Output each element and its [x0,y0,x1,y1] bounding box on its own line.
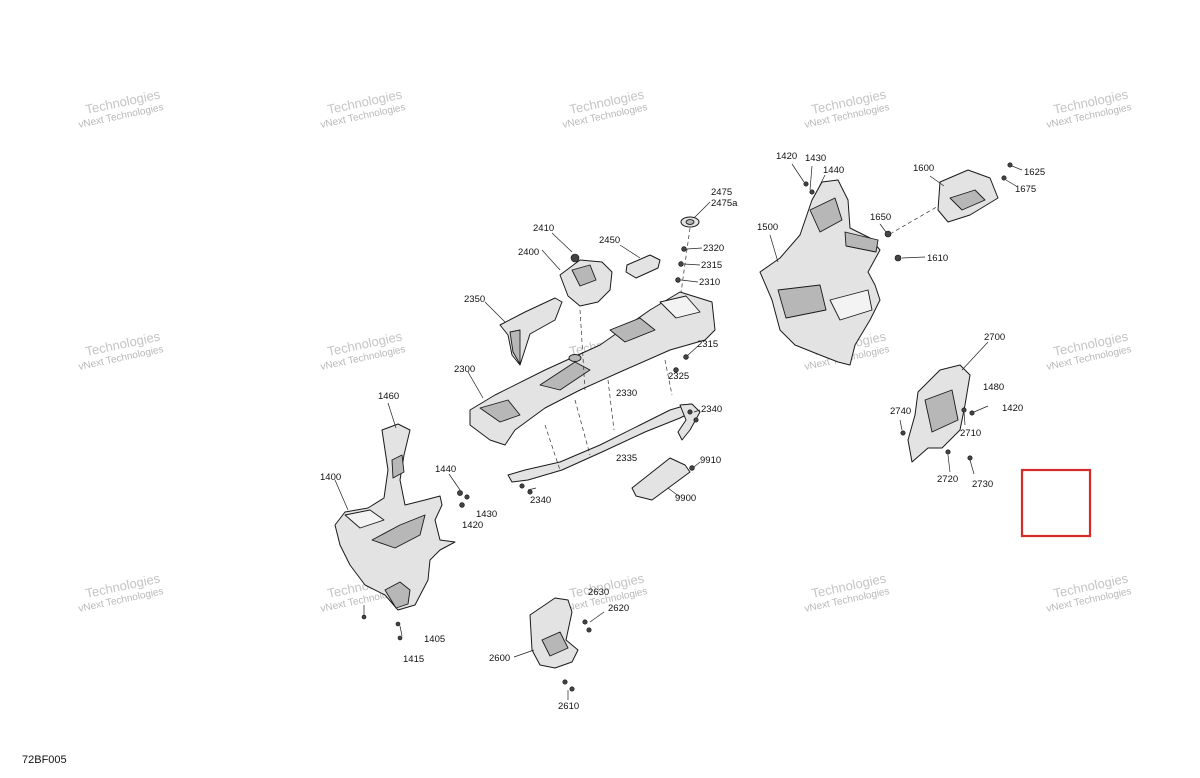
callout-label: 2600 [489,653,510,664]
fasteners-left-panel[interactable] [361,473,470,641]
callout-label: 9900 [675,493,696,504]
part-2450-pad[interactable] [619,244,661,279]
callout-label: 2315 [697,339,718,350]
watermark: Technologies vNext Technologies [1046,328,1133,372]
callout-label: 2335 [616,453,637,464]
part-2400-housing[interactable] [541,232,613,307]
callout-label: 2325 [668,371,689,382]
callout-label: 1420 [462,520,483,531]
callout-label: 2300 [454,364,475,375]
callout-label: 2410 [533,223,554,234]
part-2300-console[interactable] [467,291,716,446]
part-1500-front-structure[interactable] [759,163,941,366]
callout-label: 2450 [599,235,620,246]
callout-label: 2720 [937,474,958,485]
part-9900-plate[interactable] [631,457,701,501]
callout-label: 1415 [403,654,424,665]
callout-label: 1480 [983,382,1004,393]
callout-label: 1400 [320,472,341,483]
watermark: Technologies vNext Technologies [320,86,407,130]
part-2600-lower-panel[interactable] [513,597,605,700]
callout-label: 1650 [870,212,891,223]
callout-label: 1430 [476,509,497,520]
callout-label: 2475 [711,187,732,198]
callout-label: 2700 [984,332,1005,343]
part-2475-cap[interactable] [673,201,711,373]
watermark: Technologies vNext Technologies [78,86,165,130]
watermark: Technologies vNext Technologies [804,86,891,130]
callout-label: 9910 [700,455,721,466]
callout-label: 1440 [823,165,844,176]
callout-label: 2350 [464,294,485,305]
callout-label: 2340 [530,495,551,506]
part-1400-side-panel[interactable] [334,402,456,611]
callout-label: 2340 [701,404,722,415]
highlight-box [1020,468,1092,538]
callout-label: 2630 [588,587,609,598]
watermark: Technologies vNext Technologies [78,570,165,614]
callout-label: 1420 [1002,403,1023,414]
part-2700-side-panel[interactable] [899,341,989,475]
callout-label: 1440 [435,464,456,475]
callout-label: 2330 [616,388,637,399]
watermark: Technologies vNext Technologies [1046,570,1133,614]
watermark: Technologies vNext Technologies [320,328,407,372]
callout-label: 2320 [703,243,724,254]
callout-label: 1460 [378,391,399,402]
watermark: Technologies vNext Technologies [1046,86,1133,130]
callout-label: 1600 [913,163,934,174]
callout-label: 2310 [699,277,720,288]
callout-label: 2740 [890,406,911,417]
part-1600-bracket[interactable] [929,162,1023,223]
callout-label: 1405 [424,634,445,645]
diagram-code: 72BF005 [22,754,67,766]
callout-label: 2610 [558,701,579,712]
callout-label: 2730 [972,479,993,490]
callout-label: 2620 [608,603,629,614]
callout-label: 2710 [960,428,981,439]
part-2330-bracket[interactable] [507,309,701,495]
watermark: Technologies vNext Technologies [78,328,165,372]
part-2350-panel[interactable] [484,297,563,366]
callout-labels: 1400 1405 1415 1420 1420 1420 1430 1430 … [320,151,1045,712]
watermark: Technologies vNext Technologies [562,86,649,130]
callout-label: 1625 [1024,167,1045,178]
callout-label: 2475a [711,198,738,209]
callout-label: 1610 [927,253,948,264]
callout-label: 1500 [757,222,778,233]
callout-label: 1675 [1015,184,1036,195]
watermark: Technologies vNext Technologies [804,570,891,614]
callout-label: 1420 [776,151,797,162]
callout-label: 1430 [805,153,826,164]
callout-label: 2400 [518,247,539,258]
callout-label: 2315 [701,260,722,271]
